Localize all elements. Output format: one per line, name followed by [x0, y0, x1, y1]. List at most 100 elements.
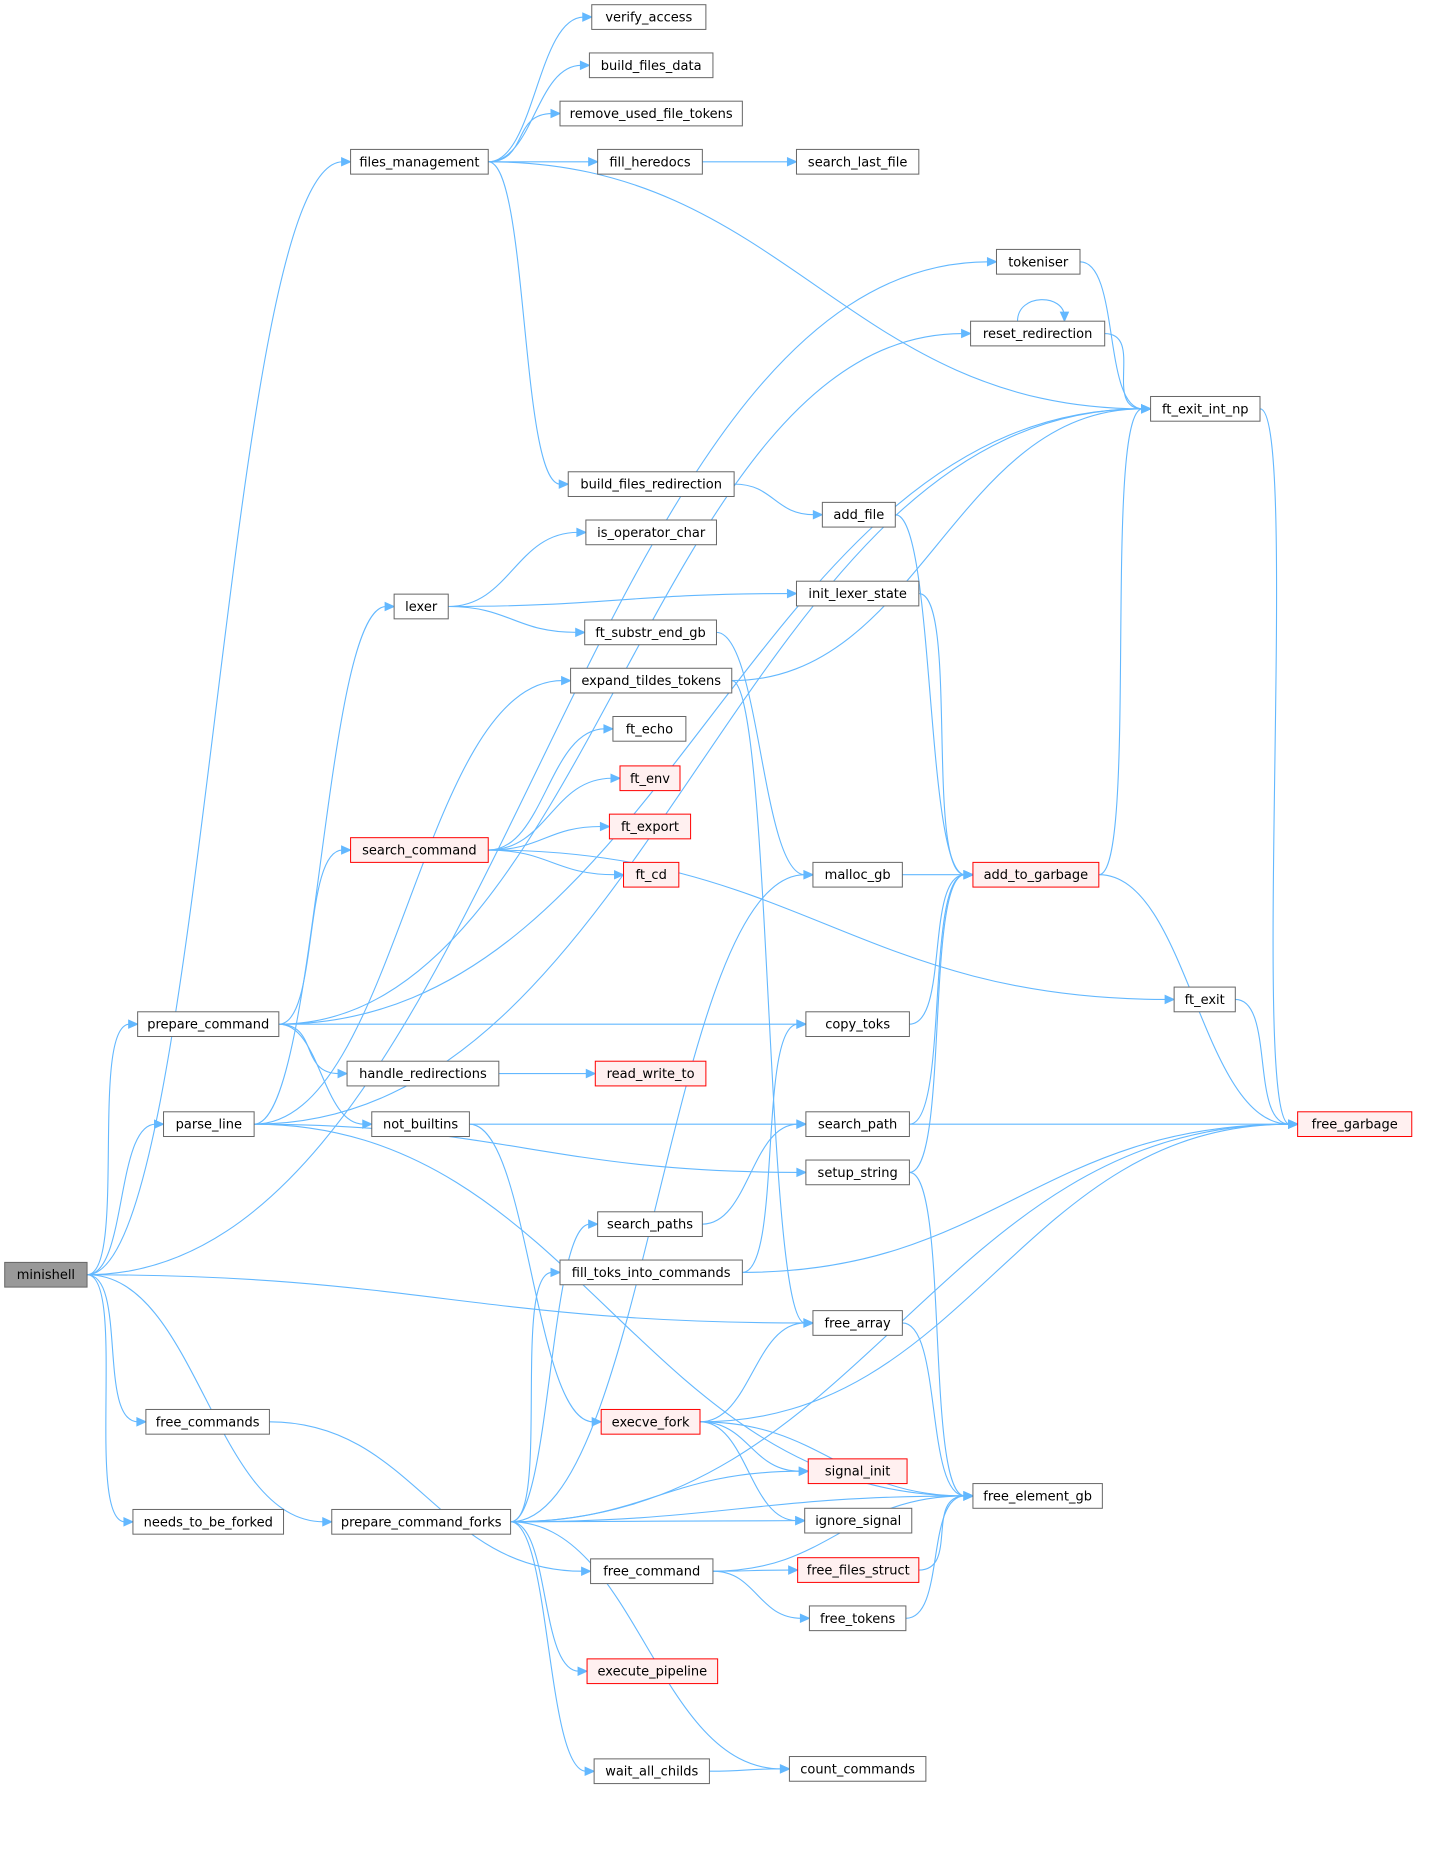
node-box: [597, 148, 703, 175]
node-count_commands[interactable]: count_commands: [788, 1756, 927, 1782]
edge-wait_all_childs-to-count_commands: [709, 1764, 791, 1774]
edge-lexer-to-ft_substr_end_gb: [448, 605, 586, 638]
node-label: ft_export: [621, 820, 679, 835]
node-label: ft_cd: [635, 868, 666, 883]
node-free_element_gb[interactable]: free_element_gb: [972, 1483, 1103, 1509]
node-ft_env[interactable]: ft_env: [619, 765, 681, 792]
node-label: search_path: [818, 1118, 897, 1133]
node-is_operator_char[interactable]: is_operator_char: [585, 519, 717, 546]
edge-reset_redirection-to-reset_redirection: [1016, 299, 1070, 323]
edge-search_paths-to-search_path: [702, 1119, 808, 1225]
node-ft_echo[interactable]: ft_echo: [612, 715, 687, 742]
node-parse_line[interactable]: parse_line: [163, 1111, 255, 1138]
node-tokeniser[interactable]: tokeniser: [995, 248, 1081, 275]
node-box: [1173, 986, 1236, 1013]
node-copy_toks[interactable]: copy_toks: [805, 1011, 910, 1038]
node-box: [559, 1259, 743, 1286]
node-label: malloc_gb: [825, 868, 891, 883]
node-search_last_file[interactable]: search_last_file: [795, 148, 920, 175]
edge-execve_fork-to-free_array: [699, 1318, 815, 1423]
node-free_tokens[interactable]: free_tokens: [808, 1605, 907, 1632]
node-needs_to_be_forked[interactable]: needs_to_be_forked: [132, 1508, 285, 1535]
node-box: [570, 667, 733, 694]
node-box: [350, 148, 489, 175]
node-ft_substr_end_gb[interactable]: ft_substr_end_gb: [584, 619, 717, 646]
node-box: [812, 1310, 903, 1336]
node-fill_toks_into_commands[interactable]: fill_toks_into_commands: [559, 1259, 743, 1286]
node-free_commands[interactable]: free_commands: [145, 1408, 270, 1435]
node-label: reset_redirection: [983, 327, 1092, 342]
node-label: ft_env: [630, 772, 670, 787]
node-files_management[interactable]: files_management: [350, 148, 489, 175]
node-fill_heredocs[interactable]: fill_heredocs: [597, 148, 703, 175]
node-search_path[interactable]: search_path: [805, 1111, 910, 1138]
node-label: signal_init: [825, 1465, 891, 1480]
node-expand_tildes_tokens[interactable]: expand_tildes_tokens: [570, 667, 733, 694]
node-add_file[interactable]: add_file: [821, 501, 896, 528]
edge-build_files_redirection-to-add_file: [734, 483, 824, 520]
node-box: [1297, 1111, 1413, 1138]
node-box: [137, 1011, 280, 1038]
edge-prepare_command_forks-to-search_paths: [510, 1219, 599, 1523]
node-prepare_command[interactable]: prepare_command: [137, 1011, 280, 1038]
node-ft_exit_int_np[interactable]: ft_exit_int_np: [1150, 395, 1261, 422]
node-label: fill_toks_into_commands: [572, 1266, 731, 1281]
node-label: execve_fork: [612, 1415, 690, 1430]
node-label: ft_exit_int_np: [1162, 402, 1249, 417]
edge-expand_tildes_tokens-to-free_array: [731, 680, 815, 1328]
node-ignore_signal[interactable]: ignore_signal: [804, 1507, 913, 1534]
node-ft_export[interactable]: ft_export: [608, 813, 692, 840]
node-build_files_redirection[interactable]: build_files_redirection: [567, 471, 735, 497]
node-search_command[interactable]: search_command: [350, 837, 489, 863]
node-read_write_to[interactable]: read_write_to: [594, 1060, 707, 1087]
node-label: needs_to_be_forked: [144, 1515, 273, 1530]
node-prepare_command_forks[interactable]: prepare_command_forks: [331, 1508, 512, 1535]
node-minishell[interactable]: minishell: [4, 1261, 88, 1288]
edge-not_builtins-to-execve_fork: [469, 1123, 603, 1427]
node-verify_access[interactable]: verify_access: [591, 4, 707, 30]
node-free_garbage[interactable]: free_garbage: [1297, 1111, 1413, 1138]
node-ft_cd[interactable]: ft_cd: [623, 861, 680, 888]
node-label: search_paths: [607, 1218, 693, 1233]
node-free_command[interactable]: free_command: [590, 1558, 714, 1585]
node-lexer[interactable]: lexer: [393, 593, 449, 620]
node-execve_fork[interactable]: execve_fork: [600, 1408, 701, 1435]
edge-files_management-to-ft_exit_int_np: [488, 161, 1152, 414]
node-box: [585, 519, 717, 546]
node-malloc_gb[interactable]: malloc_gb: [812, 861, 903, 888]
node-build_files_data[interactable]: build_files_data: [588, 52, 714, 79]
node-remove_used_file_tokens[interactable]: remove_used_file_tokens: [559, 100, 743, 127]
edge-prepare_command_forks-to-ignore_signal: [510, 1515, 806, 1526]
node-reset_redirection[interactable]: reset_redirection: [970, 320, 1106, 347]
node-not_builtins[interactable]: not_builtins: [371, 1111, 470, 1138]
edge-add_file-to-add_to_garbage: [895, 514, 975, 880]
node-box: [807, 1458, 908, 1485]
edge-minishell-to-parse_line: [87, 1119, 165, 1276]
node-wait_all_childs[interactable]: wait_all_childs: [593, 1758, 710, 1785]
node-free_files_struct[interactable]: free_files_struct: [797, 1557, 920, 1583]
edge-reset_redirection-to-ft_exit_int_np: [1104, 332, 1152, 414]
node-add_to_garbage[interactable]: add_to_garbage: [972, 861, 1100, 888]
node-signal_init[interactable]: signal_init: [807, 1458, 908, 1485]
edge-fill_toks_into_commands-to-copy_toks: [742, 1019, 808, 1273]
node-label: expand_tildes_tokens: [581, 674, 721, 689]
edge-lexer-to-is_operator_char: [448, 527, 588, 608]
node-free_array[interactable]: free_array: [812, 1310, 903, 1336]
node-label: fill_heredocs: [609, 155, 691, 170]
node-box: [371, 1111, 470, 1138]
edge-free_command-to-free_tokens: [712, 1570, 811, 1624]
node-box: [591, 4, 707, 30]
node-search_paths[interactable]: search_paths: [597, 1211, 703, 1238]
edge-minishell-to-prepare_command_forks: [87, 1274, 333, 1527]
node-setup_string[interactable]: setup_string: [805, 1159, 910, 1186]
node-label: free_element_gb: [983, 1489, 1092, 1504]
node-label: minishell: [17, 1268, 75, 1283]
node-ft_exit[interactable]: ft_exit: [1173, 986, 1236, 1013]
edge-add_to_garbage-to-ft_exit_int_np: [1098, 404, 1152, 876]
node-execute_pipeline[interactable]: execute_pipeline: [586, 1658, 719, 1685]
node-box: [163, 1111, 255, 1138]
edge-prepare_command-to-handle_redirections: [278, 1023, 349, 1079]
node-handle_redirections[interactable]: handle_redirections: [346, 1060, 500, 1087]
node-init_lexer_state[interactable]: init_lexer_state: [795, 580, 920, 607]
